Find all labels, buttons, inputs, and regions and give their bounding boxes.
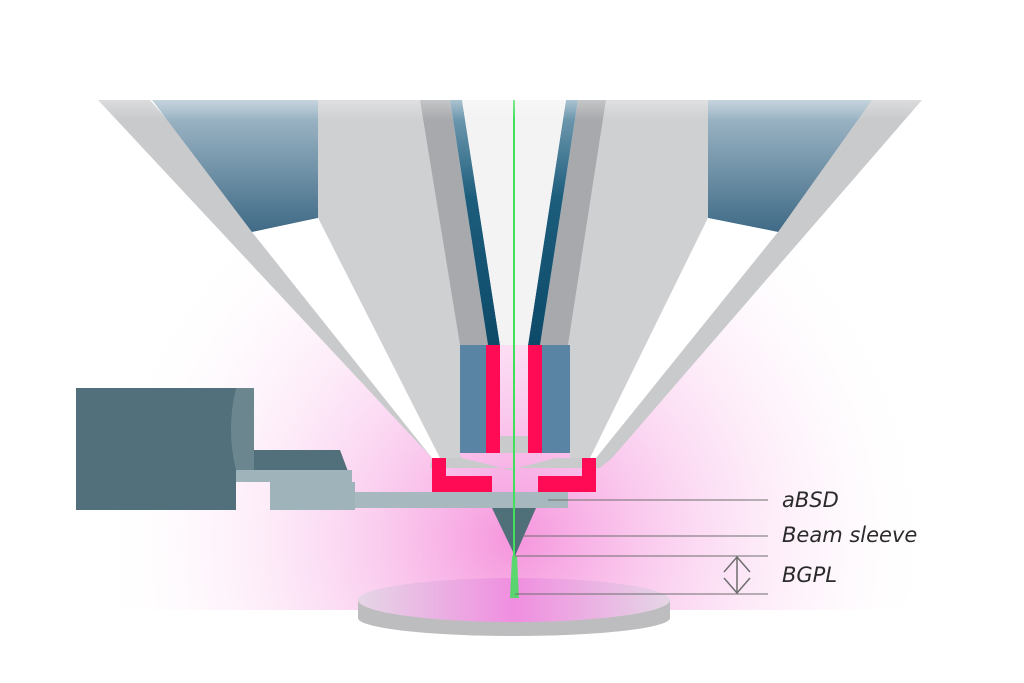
beam-spot [510,556,519,598]
sample-stage [358,578,670,636]
electrode-blue-right [542,345,570,453]
electrode-red-left [486,345,500,453]
absd-label: aBSD [782,488,839,512]
red-seal-right [538,458,596,492]
top-fade [0,60,1024,120]
beam-sleeve-label: Beam sleeve [782,523,917,547]
liner-tube-left [450,100,500,345]
liner-tube-right [528,100,578,345]
lens-gap-right [590,218,778,458]
outer-pole-right [584,100,922,458]
coil-left [152,100,318,232]
liner-sleeve-left [420,100,488,345]
electrode-red-right [528,345,542,453]
bgpl-label: BGPL [782,563,837,587]
absd-plate [355,492,568,508]
liner-sleeve-right [540,100,606,345]
red-seal-left [432,458,492,492]
inner-pole-right [568,100,708,458]
coil-right [708,100,872,232]
bgpl-arrow [723,555,751,595]
side-detector [76,388,355,510]
electrode-blue-left [460,345,486,453]
lens-gap-left [252,218,440,458]
outer-pole-bottom [430,458,612,470]
inner-pole-left [318,100,462,458]
